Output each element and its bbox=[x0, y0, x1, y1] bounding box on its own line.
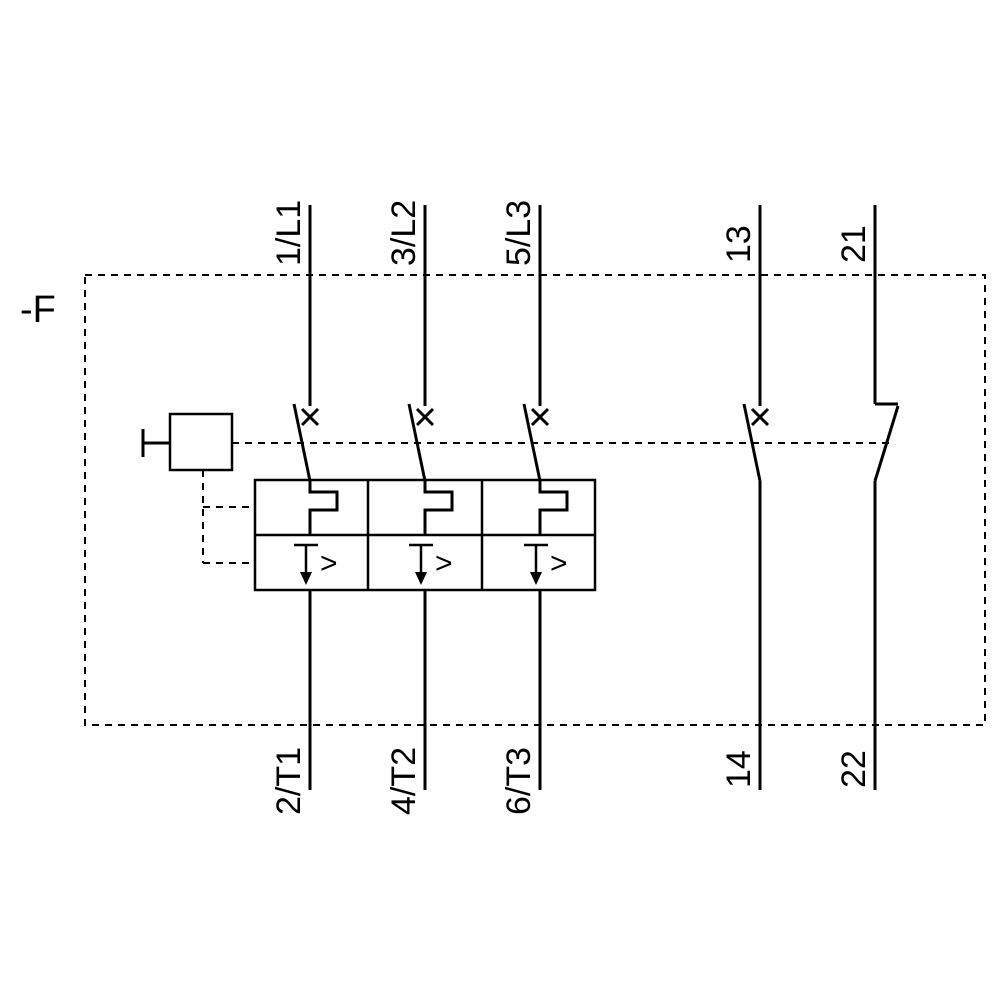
actuator-box bbox=[168, 412, 234, 472]
terminal-label-3L2: 3/L2 bbox=[385, 200, 423, 266]
magnetic-overcurrent-symbol: > bbox=[409, 543, 453, 585]
arrow-down-icon bbox=[300, 572, 312, 585]
greater-than-symbol: > bbox=[435, 547, 453, 580]
arrow-down-icon bbox=[530, 572, 542, 585]
thermal-overload-symbol bbox=[308, 480, 339, 535]
contact-arm bbox=[407, 403, 427, 482]
terminal-label-4T2: 4/T2 bbox=[385, 747, 423, 815]
main-pole-2: 3/L2 > 4/T2 bbox=[385, 200, 454, 815]
device-boundary bbox=[84, 274, 986, 726]
contact-arm bbox=[292, 403, 312, 482]
greater-than-symbol: > bbox=[550, 547, 568, 580]
terminal-label-5L3: 5/L3 bbox=[500, 200, 538, 266]
magnetic-overcurrent-symbol: > bbox=[294, 543, 338, 585]
operating-mechanism bbox=[141, 412, 893, 564]
thermal-overload-symbol bbox=[423, 480, 454, 535]
terminal-label-1L1: 1/L1 bbox=[270, 200, 308, 266]
magnetic-overcurrent-symbol: > bbox=[524, 543, 568, 585]
terminal-label-22: 22 bbox=[835, 750, 873, 788]
device-designation-label: -F bbox=[20, 289, 56, 331]
contact-cross-icon bbox=[530, 407, 550, 427]
terminal-label-14: 14 bbox=[720, 750, 758, 788]
main-pole-1: 1/L1 > 2/T1 bbox=[270, 200, 339, 815]
terminal-label-21: 21 bbox=[835, 225, 873, 263]
thermal-overload-symbol bbox=[538, 480, 569, 535]
contact-cross-icon bbox=[750, 407, 770, 427]
greater-than-symbol: > bbox=[320, 547, 338, 580]
contact-arm bbox=[742, 403, 762, 482]
aux-nc-contact: 21 22 bbox=[835, 205, 900, 790]
terminal-label-6T3: 6/T3 bbox=[500, 747, 538, 815]
contact-cross-icon bbox=[415, 407, 435, 427]
contact-arm bbox=[873, 405, 900, 482]
contact-arm bbox=[522, 403, 542, 482]
terminal-label-13: 13 bbox=[720, 225, 758, 263]
contact-cross-icon bbox=[300, 407, 320, 427]
main-pole-3: 5/L3 > 6/T3 bbox=[500, 200, 569, 815]
terminal-label-2T1: 2/T1 bbox=[270, 747, 308, 815]
arrow-down-icon bbox=[415, 572, 427, 585]
aux-no-contact: 13 14 bbox=[720, 205, 770, 790]
